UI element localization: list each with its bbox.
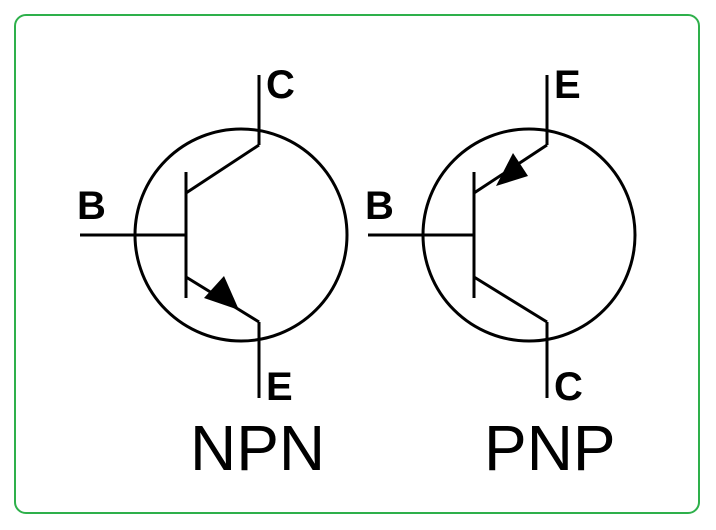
pnp-collector-diagonal xyxy=(473,275,548,324)
npn-symbol xyxy=(80,75,349,398)
pnp-emitter-label: E xyxy=(554,63,581,107)
pnp-collector-label: C xyxy=(554,365,583,409)
npn-emitter-label: E xyxy=(266,365,293,409)
diagram-frame xyxy=(14,14,700,514)
npn-collector-diagonal xyxy=(185,143,260,195)
pnp-base-label: B xyxy=(365,184,394,228)
pnp-emitter-arrow-icon xyxy=(496,153,528,186)
npn-base-label: B xyxy=(77,184,106,228)
npn-collector-label: C xyxy=(266,63,295,107)
npn-emitter-arrow-icon xyxy=(204,276,239,310)
pnp-symbol xyxy=(368,75,637,398)
pnp-type-label: PNP xyxy=(484,412,616,484)
npn-type-label: NPN xyxy=(190,412,325,484)
